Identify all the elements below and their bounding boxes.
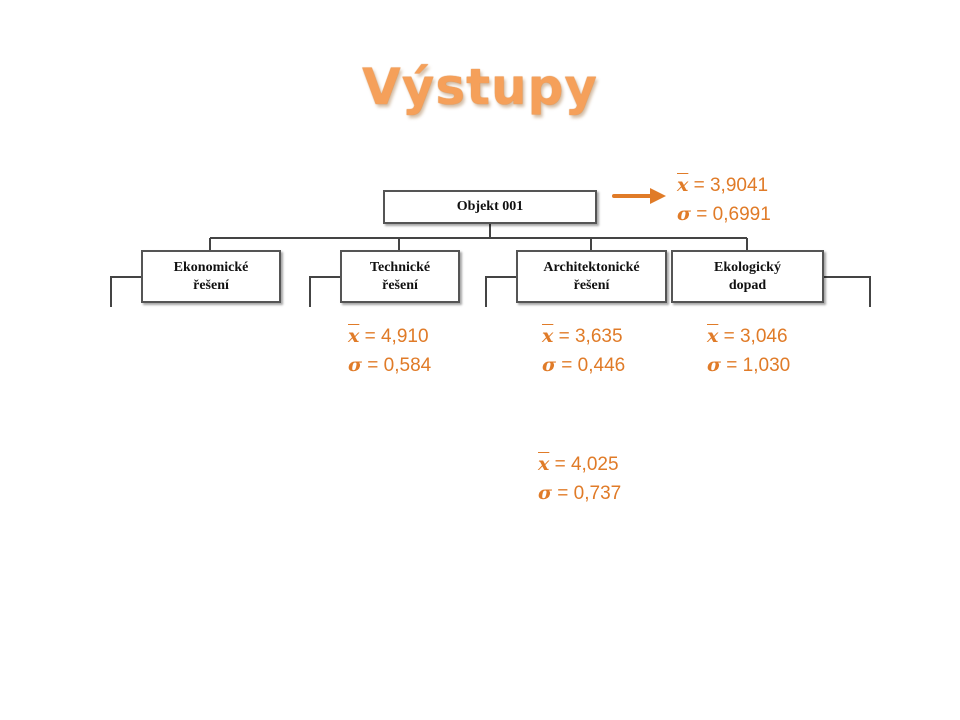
sd-symbol: σ	[707, 354, 722, 376]
mean-value: = 3,046	[718, 326, 788, 347]
mean-value: = 3,9041	[688, 175, 769, 196]
sd-symbol: σ	[677, 203, 692, 225]
node-label-line1: Ekonomické	[173, 259, 249, 275]
sd-symbol: σ	[542, 354, 557, 376]
node-label-line2: řešení	[193, 277, 229, 293]
slide-title: Výstupy	[362, 58, 598, 116]
sd-symbol: σ	[348, 354, 363, 376]
stub-line-4	[824, 276, 871, 307]
mean-value: = 4,910	[359, 326, 429, 347]
right-arrow-icon	[612, 188, 666, 204]
node-label-line2: dopad	[728, 277, 767, 293]
sd-value: = 0,6991	[691, 204, 771, 225]
stats-root: x = 3,9041 σ = 0,6991	[677, 171, 771, 229]
mean-symbol: x	[707, 325, 719, 347]
stats-architektonicke: x = 3,635 σ = 0,446	[542, 322, 625, 380]
node-root-label: Objekt 001	[456, 199, 524, 214]
stats-ekologicky: x = 3,046 σ = 1,030	[707, 322, 790, 380]
stats-technicke: x = 4,910 σ = 0,584	[348, 322, 431, 380]
mean-value: = 4,025	[549, 454, 619, 475]
mean-value: = 3,635	[553, 326, 623, 347]
node-label-line2: řešení	[382, 277, 418, 293]
stats-lower: x = 4,025 σ = 0,737	[538, 450, 621, 508]
stub-line-2	[309, 276, 340, 307]
node-ekologicky: Ekologický dopad	[671, 250, 824, 303]
node-label-line2: řešení	[573, 277, 610, 293]
mean-symbol: x	[348, 325, 360, 347]
stub-line-1	[110, 276, 141, 307]
node-ekonomicke: Ekonomické řešení	[141, 250, 281, 303]
node-architektonicke: Architektonické řešení	[516, 250, 667, 303]
node-technicke: Technické řešení	[340, 250, 460, 303]
node-root: Objekt 001	[383, 190, 597, 224]
mean-symbol: x	[538, 453, 550, 475]
sd-symbol: σ	[538, 482, 553, 504]
sd-value: = 0,737	[552, 483, 622, 504]
node-label-line1: Architektonické	[543, 259, 640, 275]
mean-symbol: x	[542, 325, 554, 347]
node-label-line1: Technické	[369, 259, 431, 275]
mean-symbol: x	[677, 174, 689, 196]
sd-value: = 1,030	[721, 355, 791, 376]
stub-line-3	[485, 276, 516, 307]
node-label-line1: Ekologický	[714, 259, 781, 275]
sd-value: = 0,584	[362, 355, 432, 376]
sd-value: = 0,446	[556, 355, 626, 376]
